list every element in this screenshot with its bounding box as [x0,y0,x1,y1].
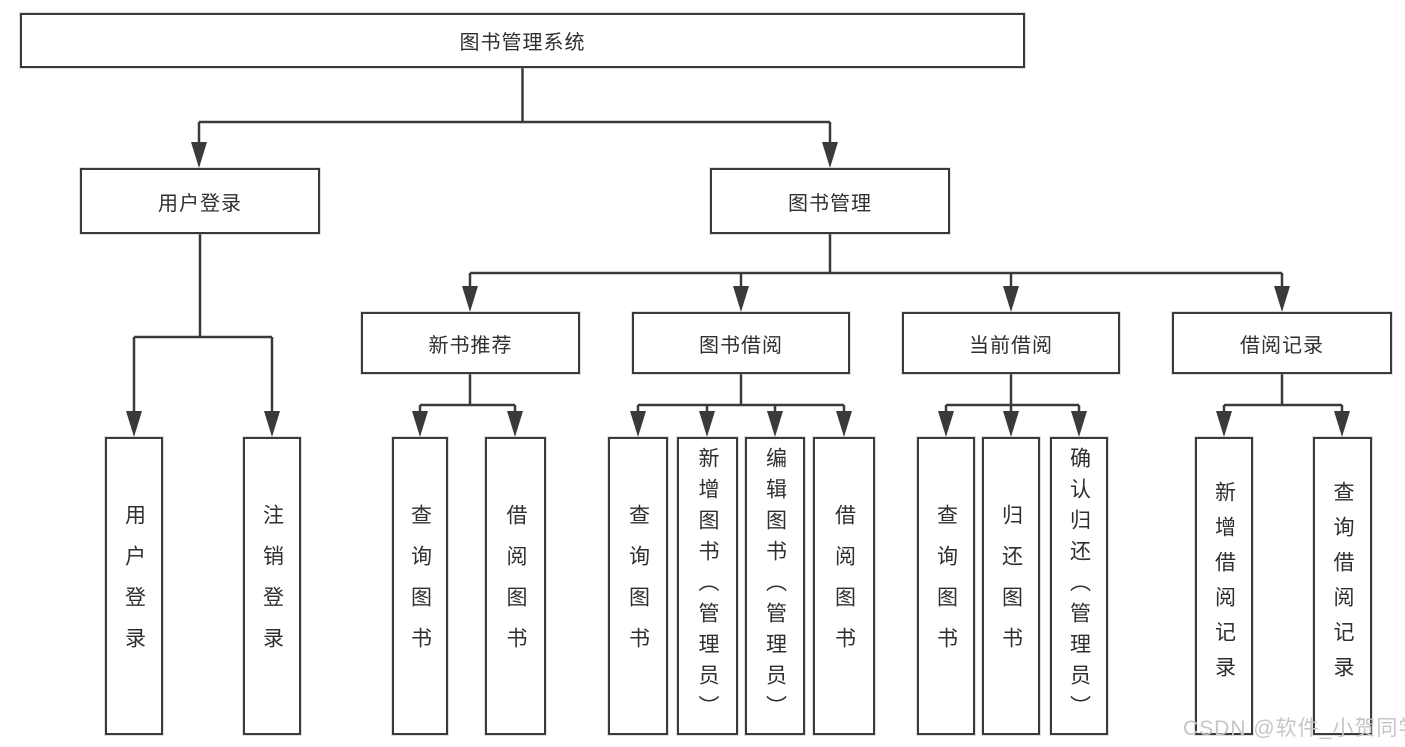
node-book-management: 图书管理 [710,168,950,234]
node-add-borrow-record: 新增借阅记录 [1195,437,1253,735]
node-edit-book-admin: 编辑图书（管理员） [745,437,805,735]
node-logout-action: 注销登录 [243,437,301,735]
node-query-books-recommend: 查询图书 [392,437,448,735]
node-book-borrow: 图书借阅 [632,312,850,374]
connector-lines [132,68,1344,415]
arrowhead-icons [126,142,1350,437]
node-root: 图书管理系统 [20,13,1025,68]
node-query-books-borrow: 查询图书 [608,437,668,735]
watermark: CSDN @软件_小贺同学 [1183,717,1405,740]
node-borrow-books-recommend: 借阅图书 [485,437,546,735]
node-borrow-books-borrow: 借阅图书 [813,437,875,735]
node-user-login-action: 用户登录 [105,437,163,735]
node-confirm-return-admin: 确认归还（管理员） [1050,437,1108,735]
node-borrow-records: 借阅记录 [1172,312,1392,374]
node-query-borrow-record: 查询借阅记录 [1313,437,1372,735]
node-return-book: 归还图书 [982,437,1040,735]
node-new-book-recommend: 新书推荐 [361,312,580,374]
node-current-borrow: 当前借阅 [902,312,1120,374]
node-add-book-admin: 新增图书（管理员） [677,437,738,735]
node-query-books-current: 查询图书 [917,437,975,735]
node-user-login: 用户登录 [80,168,320,234]
